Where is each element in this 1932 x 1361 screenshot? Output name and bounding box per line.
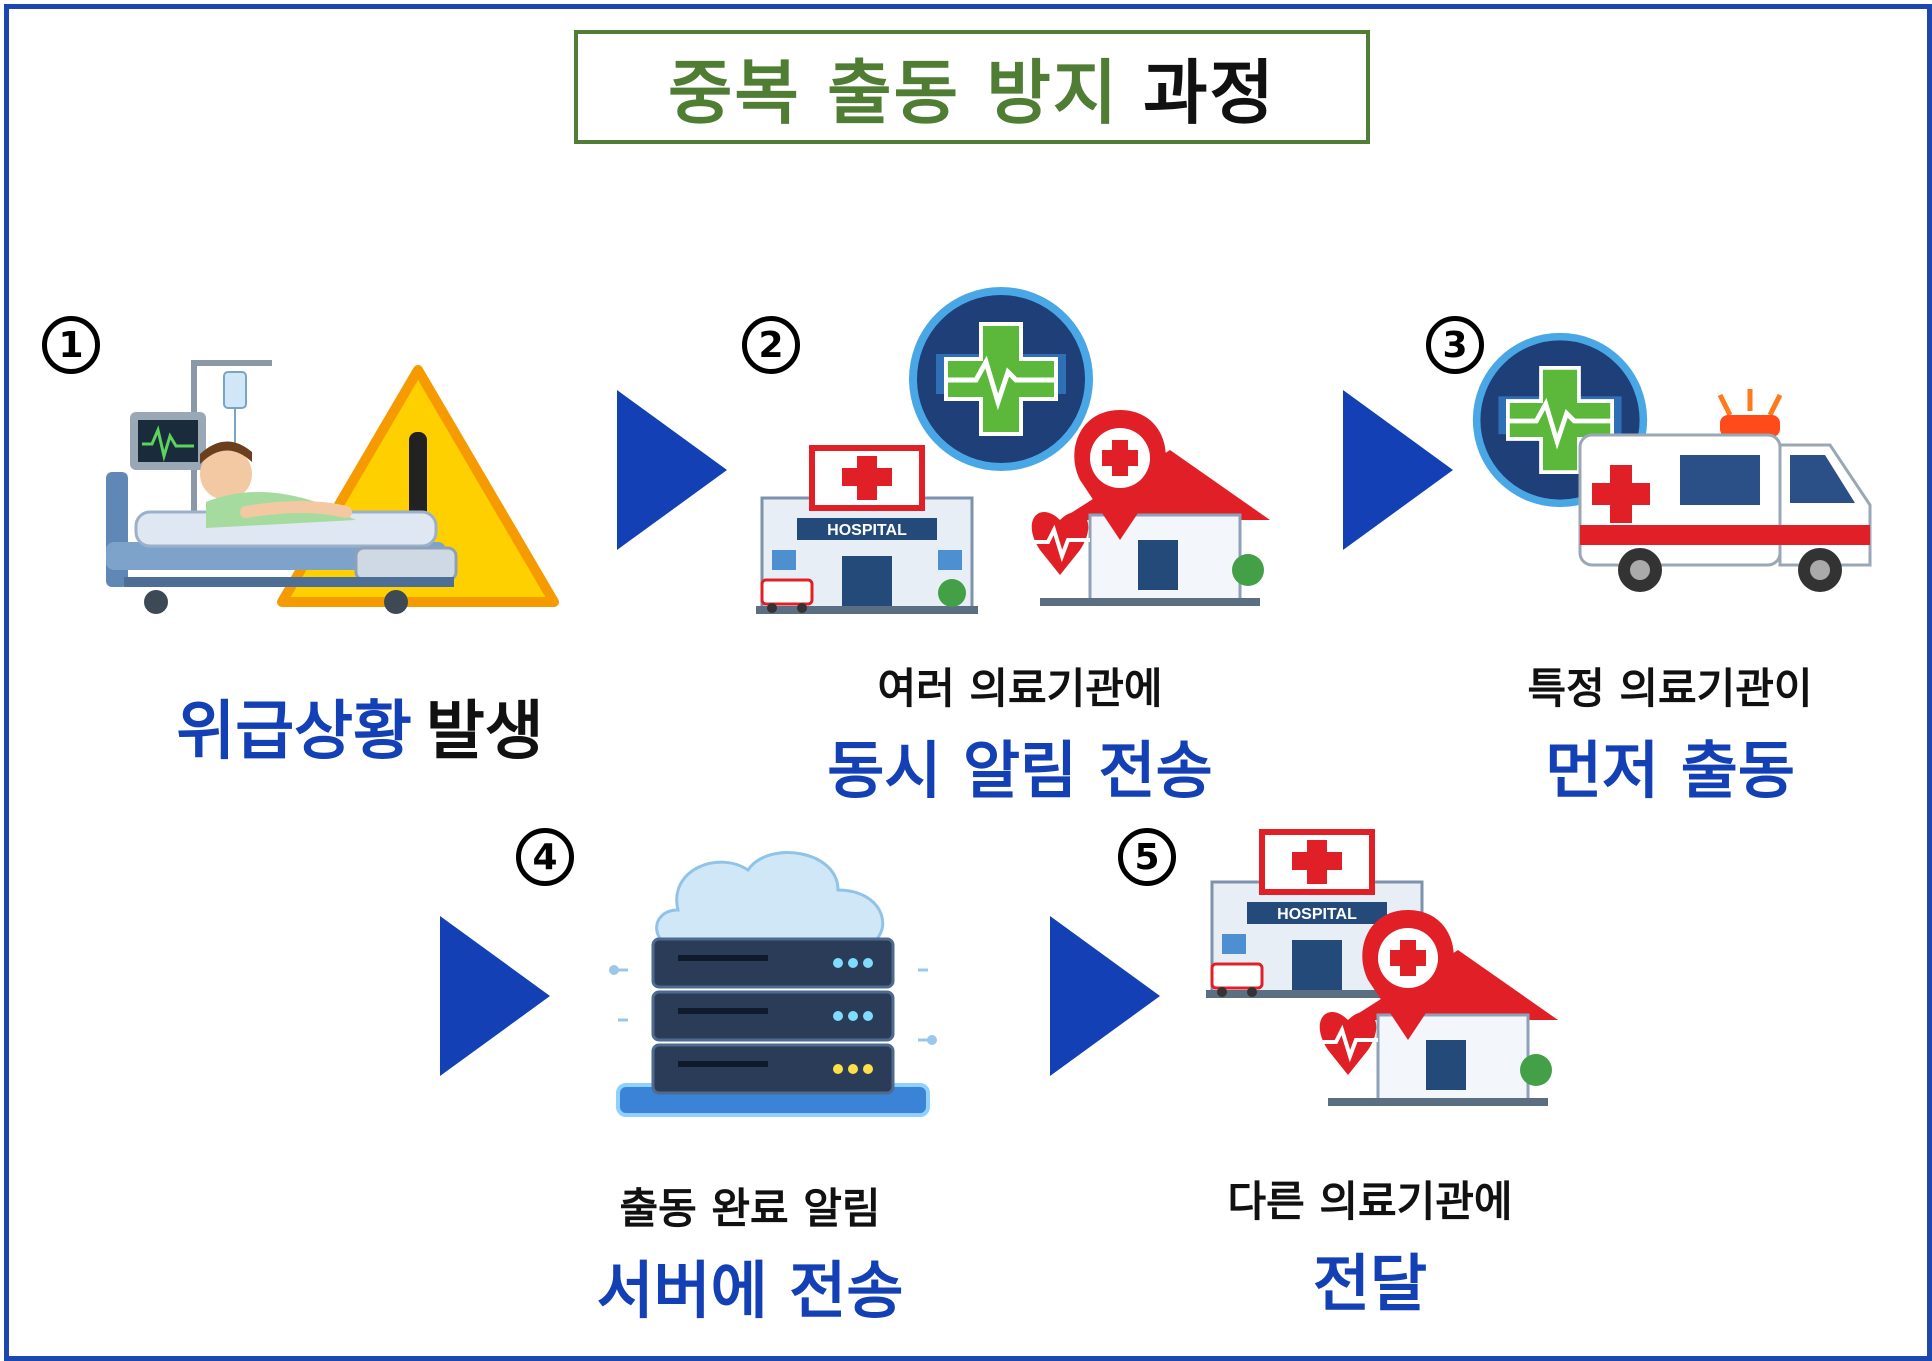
step-3-caption-small: 특정 의료기관이: [1527, 664, 1813, 713]
step-5-caption-large: 전달: [1312, 1247, 1428, 1320]
patient-bed-icon: [106, 360, 559, 614]
diagram-title: 중복 출동 방지 과정: [574, 30, 1370, 144]
title-black-text: 과정: [1143, 51, 1276, 134]
step-5-caption-small: 다른 의료기관에: [1227, 1177, 1513, 1226]
step-3-caption-large: 먼저 출동: [1545, 734, 1795, 807]
step-2-caption: 여러 의료기관에 동시 알림 전송: [810, 655, 1230, 810]
step-1-number: 1: [42, 316, 100, 374]
step-1-caption-blue: 위급상황: [176, 695, 412, 769]
step-2-number: 2: [742, 316, 800, 374]
step-4-caption-small: 출동 완료 알림: [619, 1184, 881, 1233]
clinic-pin-icon: [1318, 910, 1558, 1106]
step-2-caption-small: 여러 의료기관에: [877, 664, 1163, 713]
title-green-text: 중복 출동 방지: [668, 51, 1120, 134]
clinic-pin-icon: [1030, 410, 1270, 606]
step-5-caption: 다른 의료기관에 전달: [1170, 1168, 1570, 1323]
step-3-caption: 특정 의료기관이 먼저 출동: [1470, 655, 1870, 810]
step-4-caption-large: 서버에 전송: [596, 1254, 904, 1327]
hospital-sign-text: HOSPITAL: [1277, 906, 1357, 923]
step-4-caption: 출동 완료 알림 서버에 전송: [550, 1175, 950, 1330]
step-2-caption-large: 동시 알림 전송: [827, 734, 1213, 807]
step-5-number: 5: [1118, 828, 1176, 886]
hospital-icon: HOSPITAL: [756, 445, 978, 614]
arrow-1-to-2: [617, 390, 727, 550]
step-1-caption-black: 발생: [425, 695, 544, 769]
hospital-sign-text: HOSPITAL: [827, 522, 907, 539]
medical-badge-icon: [909, 287, 1093, 471]
server-icon: [609, 851, 937, 1117]
step-3-number: 3: [1426, 316, 1484, 374]
arrow-2-to-3: [1343, 390, 1453, 550]
step-4-number: 4: [516, 828, 574, 886]
arrow-3-to-4: [440, 916, 550, 1076]
arrow-4-to-5: [1050, 916, 1160, 1076]
ambulance-icon: [1578, 389, 1872, 592]
